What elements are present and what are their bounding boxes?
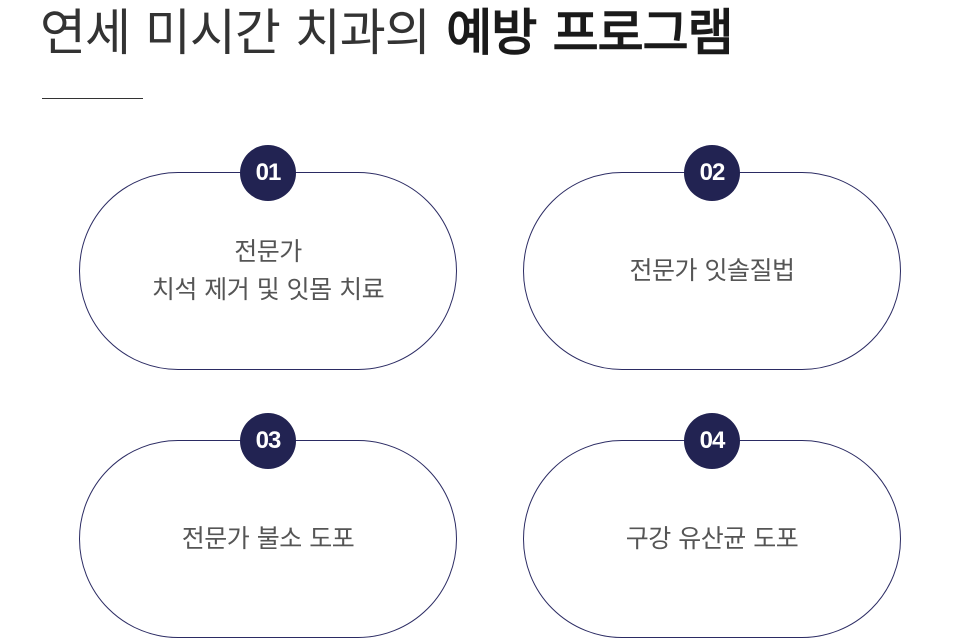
program-label: 전문가 치석 제거 및 잇몸 치료 [151,237,385,304]
title-underline-divider [42,98,143,99]
page-title-light: 연세 미시간 치과의 [40,4,431,62]
program-number-badge: 03 [240,413,296,469]
program-number-badge: 01 [240,145,296,201]
program-label: 전문가 잇솔질법 [629,256,795,285]
program-card-04: 04 구강 유산균 도포 [523,413,901,638]
program-label: 구강 유산균 도포 [625,524,799,553]
program-label: 전문가 불소 도포 [181,524,355,553]
program-number-badge: 04 [684,413,740,469]
program-card-01: 01 전문가 치석 제거 및 잇몸 치료 [79,145,457,370]
program-card-03: 03 전문가 불소 도포 [79,413,457,638]
program-number-badge: 02 [684,145,740,201]
page-title-bold: 예방 프로그램 [446,4,733,62]
program-card-02: 02 전문가 잇솔질법 [523,145,901,370]
page-title: 연세 미시간 치과의 예방 프로그램 [40,2,734,64]
